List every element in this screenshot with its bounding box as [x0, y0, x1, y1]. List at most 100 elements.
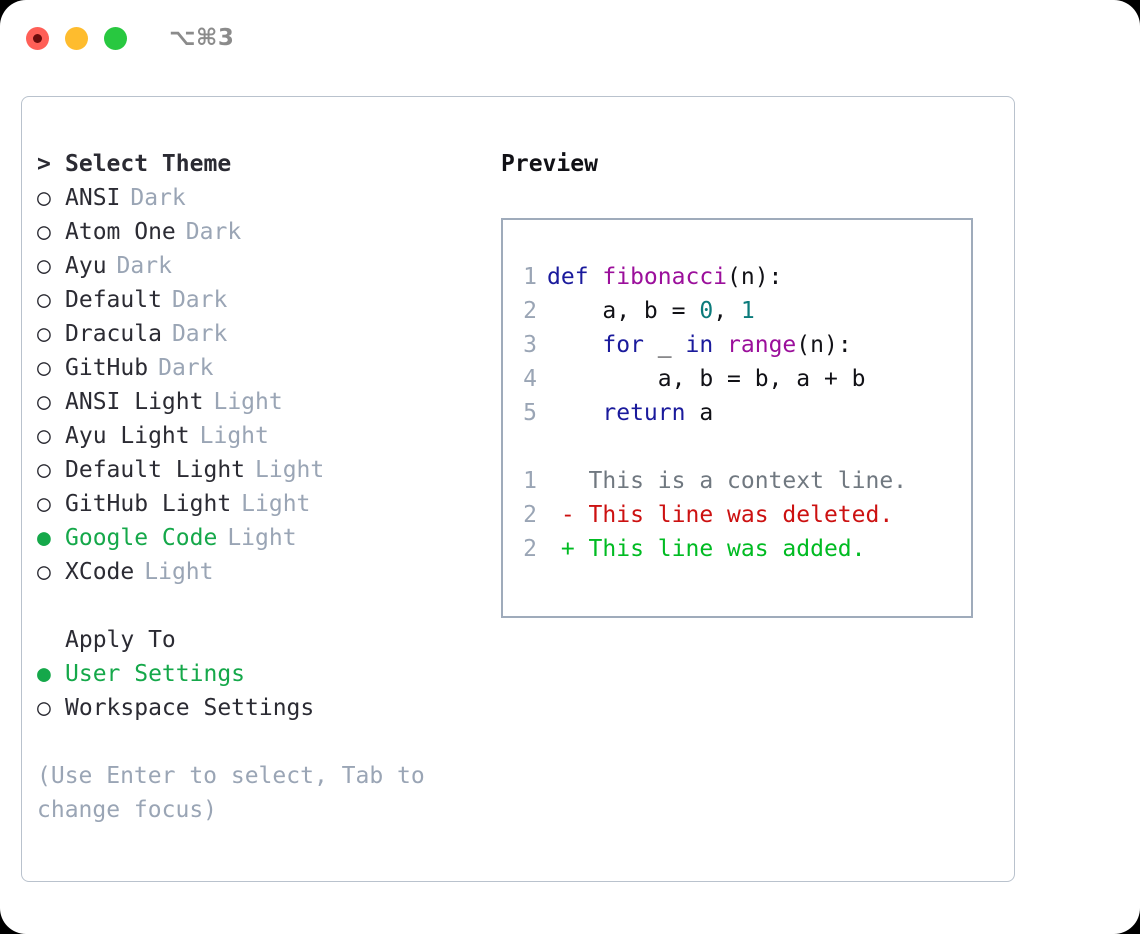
radio-unselected-icon: ○ — [37, 287, 51, 313]
theme-item-variant: Light — [241, 491, 311, 517]
radio-unselected-icon: ○ — [37, 185, 51, 211]
radio-unselected-icon: ○ — [37, 253, 51, 279]
code-token-plain — [547, 400, 602, 426]
radio-unselected-icon: ○ — [37, 423, 51, 449]
close-button-icon[interactable] — [26, 26, 49, 50]
code-token-add: + This line was added. — [547, 536, 866, 562]
theme-item[interactable]: ○ ANSI Light Light — [37, 385, 487, 419]
line-number: 1 — [523, 468, 537, 494]
theme-item[interactable]: ○ Atom One Dark — [37, 215, 487, 249]
apply-to-item[interactable]: ○ Workspace Settings — [37, 691, 487, 725]
apply-to-header-label: Apply To — [65, 627, 176, 653]
theme-item-label: ANSI Light — [65, 389, 204, 415]
code-line: 5 return a — [503, 396, 971, 430]
theme-item-variant: Dark — [171, 287, 228, 313]
line-number: 4 — [523, 366, 537, 392]
radio-unselected-icon: ○ — [37, 695, 51, 721]
apply-to-header: Apply To — [37, 623, 487, 657]
code-token-del: - This line was deleted. — [547, 502, 894, 528]
theme-item-label: Ayu Light — [65, 423, 190, 449]
theme-item-label: Default — [65, 287, 162, 313]
window-controls — [26, 26, 127, 50]
radio-unselected-icon: ○ — [37, 321, 51, 347]
radio-unselected-icon: ○ — [37, 559, 51, 585]
code-token-num: 1 — [740, 298, 755, 324]
line-number: 1 — [523, 264, 537, 290]
theme-item[interactable]: ○ Ayu Light Light — [37, 419, 487, 453]
minimize-button-icon[interactable] — [65, 26, 88, 50]
line-number: 2 — [523, 502, 537, 528]
theme-item-variant: Dark — [130, 185, 186, 211]
maximize-button-icon[interactable] — [104, 26, 127, 50]
close-button-inner-dot — [33, 33, 42, 43]
apply-to-item[interactable]: ●User Settings — [37, 657, 487, 691]
theme-item-variant: Light — [255, 457, 325, 483]
theme-item[interactable]: ○ Default Dark — [37, 283, 487, 317]
code-token-plain: (n): — [727, 264, 783, 290]
line-number: 2 — [523, 298, 537, 324]
theme-item-label: Dracula — [65, 321, 162, 347]
code-token-ctx: This is a context line. — [547, 468, 908, 494]
theme-item[interactable]: ○ ANSI Dark — [37, 181, 487, 215]
theme-item-variant: Dark — [171, 321, 228, 347]
theme-item-variant: Light — [227, 525, 297, 551]
code-token-plain — [547, 332, 602, 358]
code-token-plain: a, b = — [547, 298, 700, 324]
code-token-num: 0 — [699, 298, 714, 324]
apply-to-list: ●User Settings ○ Workspace Settings — [37, 657, 487, 725]
code-line: 3 for _ in range(n): — [503, 328, 971, 362]
prompt-caret-icon: > — [37, 151, 51, 177]
code-token-plain: _ — [643, 332, 686, 358]
keyboard-hint-text: (Use Enter to select, Tab to change focu… — [37, 763, 425, 823]
radio-unselected-icon: ○ — [37, 457, 51, 483]
list-spacer — [37, 589, 487, 623]
radio-selected-icon: ● — [37, 525, 51, 551]
code-token-kw: in — [685, 332, 714, 358]
theme-item-label: Default Light — [65, 457, 246, 483]
theme-item[interactable]: ○ XCode Light — [37, 555, 487, 589]
code-line: 4 a, b = b, a + b — [503, 362, 971, 396]
apply-to-item-label: User Settings — [65, 661, 246, 687]
radio-unselected-icon: ○ — [37, 491, 51, 517]
theme-item-label: XCode — [65, 559, 135, 585]
line-number: 3 — [523, 332, 537, 358]
code-token-plain — [713, 332, 727, 358]
code-token-plain: (n): — [796, 332, 852, 358]
theme-item[interactable]: ● Google Code Light — [37, 521, 487, 555]
diff-line: 2 - This line was deleted. — [503, 498, 971, 532]
code-token-kw: for — [602, 332, 644, 358]
code-token-kw: def — [547, 264, 603, 290]
radio-unselected-icon: ○ — [37, 389, 51, 415]
radio-unselected-icon: ○ — [37, 219, 51, 245]
theme-item[interactable]: ○ Dracula Dark — [37, 317, 487, 351]
theme-item-variant: Dark — [158, 355, 214, 381]
code-token-plain: a — [685, 400, 714, 426]
code-token-kw: return — [602, 400, 686, 426]
select-theme-header-label: Select Theme — [65, 151, 232, 177]
theme-item[interactable]: ○ Default Light Light — [37, 453, 487, 487]
line-number: 5 — [523, 400, 537, 426]
theme-item-variant: Light — [199, 423, 269, 449]
theme-item-variant: Light — [144, 559, 214, 585]
theme-item-label: Atom One — [65, 219, 176, 245]
code-token-fn: range — [727, 332, 797, 358]
theme-item-label: Google Code — [65, 525, 218, 551]
theme-item-variant: Dark — [185, 219, 242, 245]
theme-item-label: ANSI — [65, 185, 121, 211]
apply-to-item-label: Workspace Settings — [65, 695, 315, 721]
theme-item-variant: Light — [213, 389, 283, 415]
preview-title: Preview — [501, 151, 598, 177]
line-number: 2 — [523, 536, 537, 562]
titlebar: ⌥⌘3 — [0, 0, 1140, 76]
